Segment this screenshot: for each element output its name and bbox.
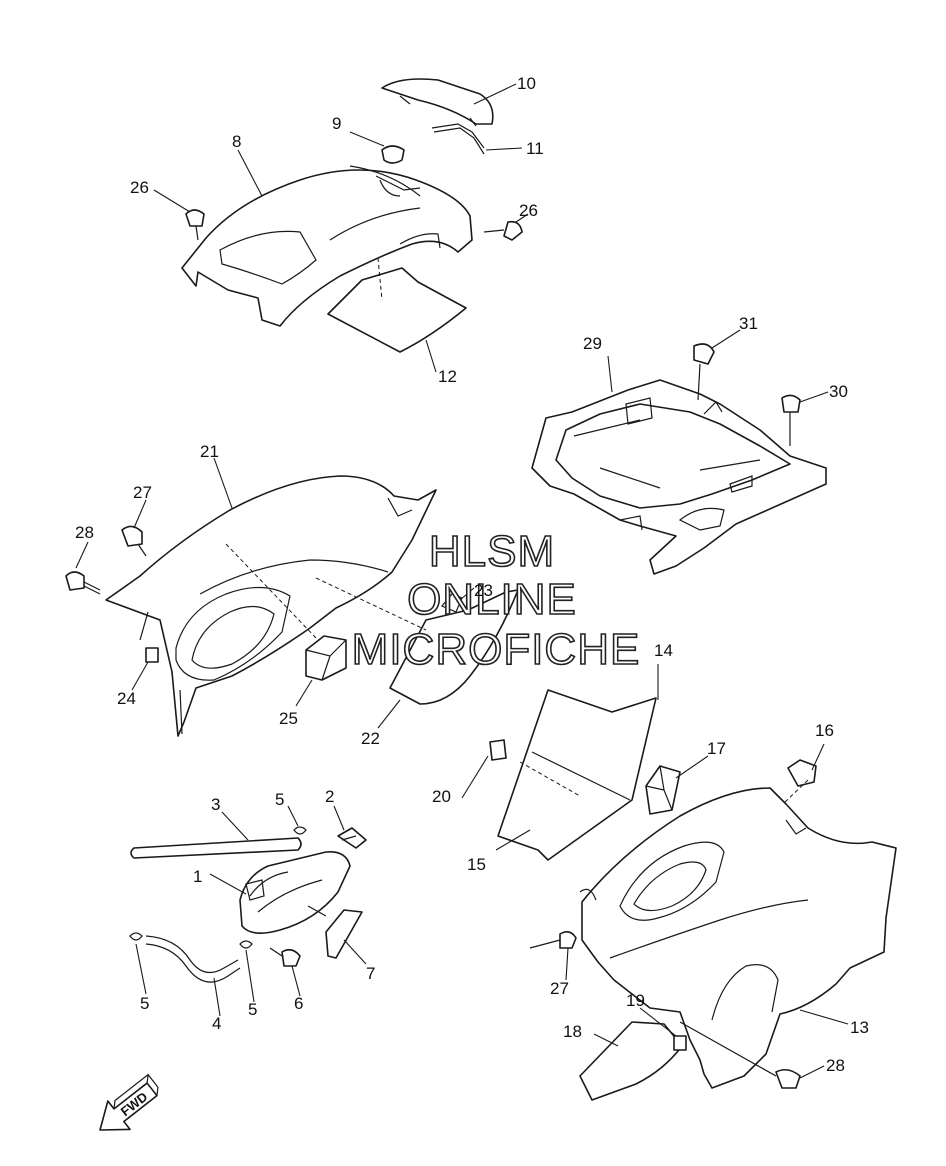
- callout-8: 8: [232, 132, 241, 151]
- callout-labels: 10 9 11 8 26 26 12 31 29 30 21 27 28 23 …: [75, 74, 869, 1075]
- frame-assembly: [531, 329, 829, 575]
- callout-31: 31: [739, 314, 758, 333]
- callout-5-left: 5: [140, 994, 149, 1013]
- part-3-pipe[interactable]: [130, 837, 302, 859]
- callout-13: 13: [850, 1018, 869, 1037]
- part-20-pad[interactable]: [489, 739, 507, 761]
- callout-7: 7: [366, 964, 375, 983]
- watermark-line-3: MICROFICHE: [352, 625, 641, 674]
- callout-4: 4: [212, 1014, 221, 1033]
- part-6-bolt[interactable]: [281, 948, 301, 967]
- callout-14: 14: [654, 641, 673, 660]
- callout-3: 3: [211, 795, 220, 814]
- callout-28-right: 28: [826, 1056, 845, 1075]
- callout-27-right: 27: [550, 979, 569, 998]
- callout-25: 25: [279, 709, 298, 728]
- callout-28-left: 28: [75, 523, 94, 542]
- part-27-bolt-left[interactable]: [121, 525, 143, 547]
- callout-18: 18: [563, 1022, 582, 1041]
- callout-5-bottom: 5: [248, 1000, 257, 1019]
- part-5-clamp-left[interactable]: [129, 932, 143, 941]
- callout-29: 29: [583, 334, 602, 353]
- part-2-cap[interactable]: [337, 827, 367, 849]
- part-18-sheet[interactable]: [579, 1021, 683, 1101]
- callout-17: 17: [707, 739, 726, 758]
- part-22-sheet[interactable]: [389, 589, 519, 705]
- callout-27-left: 27: [133, 483, 152, 502]
- watermark-line-2: ONLINE: [407, 575, 577, 624]
- right-cover-assembly: [461, 664, 897, 1101]
- callout-22: 22: [361, 729, 380, 748]
- callout-5-top: 5: [275, 790, 284, 809]
- callout-12: 12: [438, 367, 457, 386]
- callout-15: 15: [467, 855, 486, 874]
- part-9-grommet[interactable]: [381, 145, 405, 164]
- watermark-line-1: HLSM: [429, 527, 555, 576]
- part-28-bolt-left[interactable]: [65, 571, 85, 591]
- part-10-lid[interactable]: [381, 78, 494, 125]
- part-1-tank[interactable]: [239, 850, 351, 934]
- part-11-rod[interactable]: [431, 123, 485, 155]
- part-4-hose[interactable]: [145, 935, 241, 983]
- part-14-15-sheet[interactable]: [497, 689, 657, 861]
- callout-1: 1: [193, 867, 202, 886]
- callout-23: 23: [474, 581, 493, 600]
- watermark: HLSM ONLINE MICROFICHE: [351, 526, 641, 675]
- callout-2: 2: [325, 787, 334, 806]
- part-26-screw-left[interactable]: [185, 209, 205, 227]
- part-30-screw[interactable]: [781, 394, 801, 413]
- part-16-pad[interactable]: [787, 759, 817, 787]
- callout-30: 30: [829, 382, 848, 401]
- rear-cover-assembly: [153, 78, 529, 373]
- part-5-clamp-top[interactable]: [293, 826, 307, 835]
- left-cover-assembly: [65, 457, 519, 737]
- part-26-screw-right[interactable]: [503, 220, 523, 241]
- callout-24: 24: [117, 689, 136, 708]
- callout-21: 21: [200, 442, 219, 461]
- part-12-mat[interactable]: [327, 267, 467, 353]
- part-28-bolt-right[interactable]: [775, 1068, 801, 1089]
- callout-9: 9: [332, 114, 341, 133]
- callout-16: 16: [815, 721, 834, 740]
- part-31-clip[interactable]: [693, 343, 715, 365]
- part-19-clip[interactable]: [673, 1035, 687, 1051]
- part-25-pad[interactable]: [305, 635, 347, 681]
- callout-10: 10: [517, 74, 536, 93]
- part-24-clip[interactable]: [145, 647, 159, 663]
- oil-tank-assembly: [129, 805, 367, 1017]
- part-27-bolt-right[interactable]: [559, 930, 577, 949]
- part-5-clamp-bottom[interactable]: [239, 940, 253, 949]
- fwd-arrow-icon: FWD: [99, 1073, 159, 1131]
- part-21-side-cover[interactable]: [105, 475, 437, 737]
- callout-20: 20: [432, 787, 451, 806]
- part-13-side-cover[interactable]: [581, 787, 897, 1089]
- callout-6: 6: [294, 994, 303, 1013]
- part-8-rear-cover[interactable]: [181, 169, 473, 327]
- part-7-bracket[interactable]: [325, 909, 363, 959]
- callout-11: 11: [526, 139, 544, 158]
- callout-26-right: 26: [519, 201, 538, 220]
- callout-19: 19: [626, 991, 645, 1010]
- callout-26-left: 26: [130, 178, 149, 197]
